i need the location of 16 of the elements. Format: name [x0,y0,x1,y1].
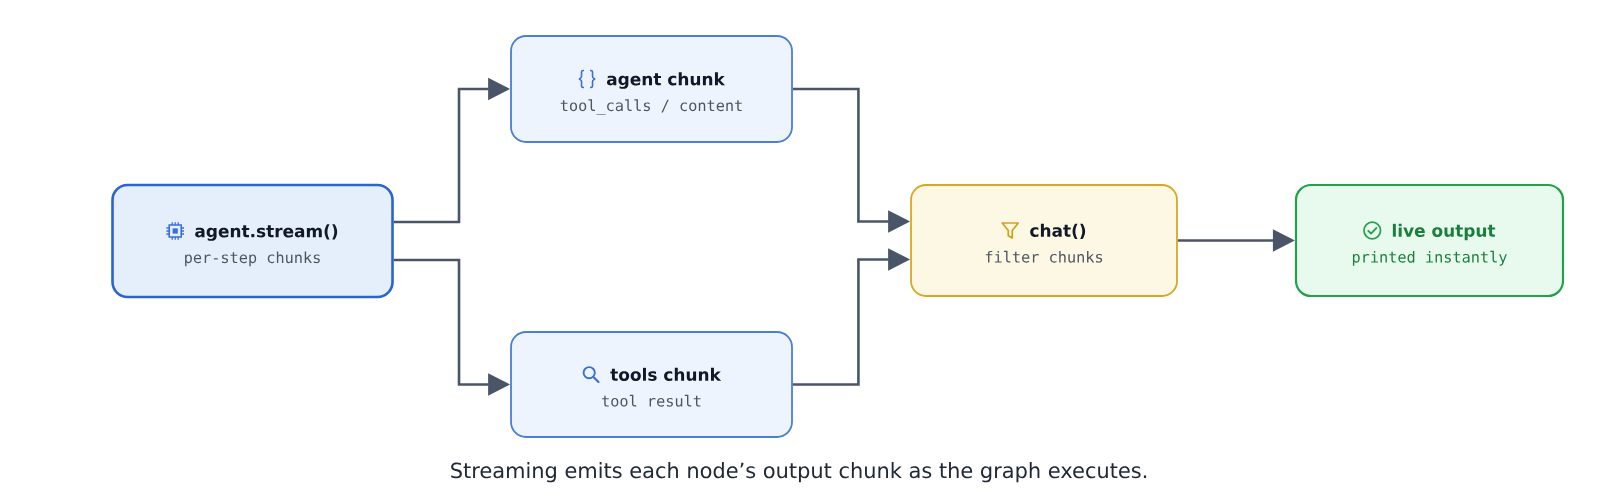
node-subtitle: tool_calls / content [560,99,742,115]
node-subtitle: filter chunks [985,250,1103,263]
node-title: chat() [1030,223,1086,239]
process-box [1294,183,1565,298]
node-subtitle: printed instantly [1352,250,1507,266]
node-title: live output [1392,223,1496,241]
node-title: agent.stream() [195,224,338,241]
process-box [510,35,793,143]
node-title: agent chunk [606,72,726,89]
caption: Streaming emits each node’s output chunk as the graph executes. [451,462,1147,483]
process-box [510,331,793,438]
node-title: tools chunk [610,367,722,381]
node-subtitle: per-step chunks [185,251,320,267]
node-subtitle: tool result [602,394,701,407]
process-box [910,184,1178,297]
process-box [111,183,394,299]
